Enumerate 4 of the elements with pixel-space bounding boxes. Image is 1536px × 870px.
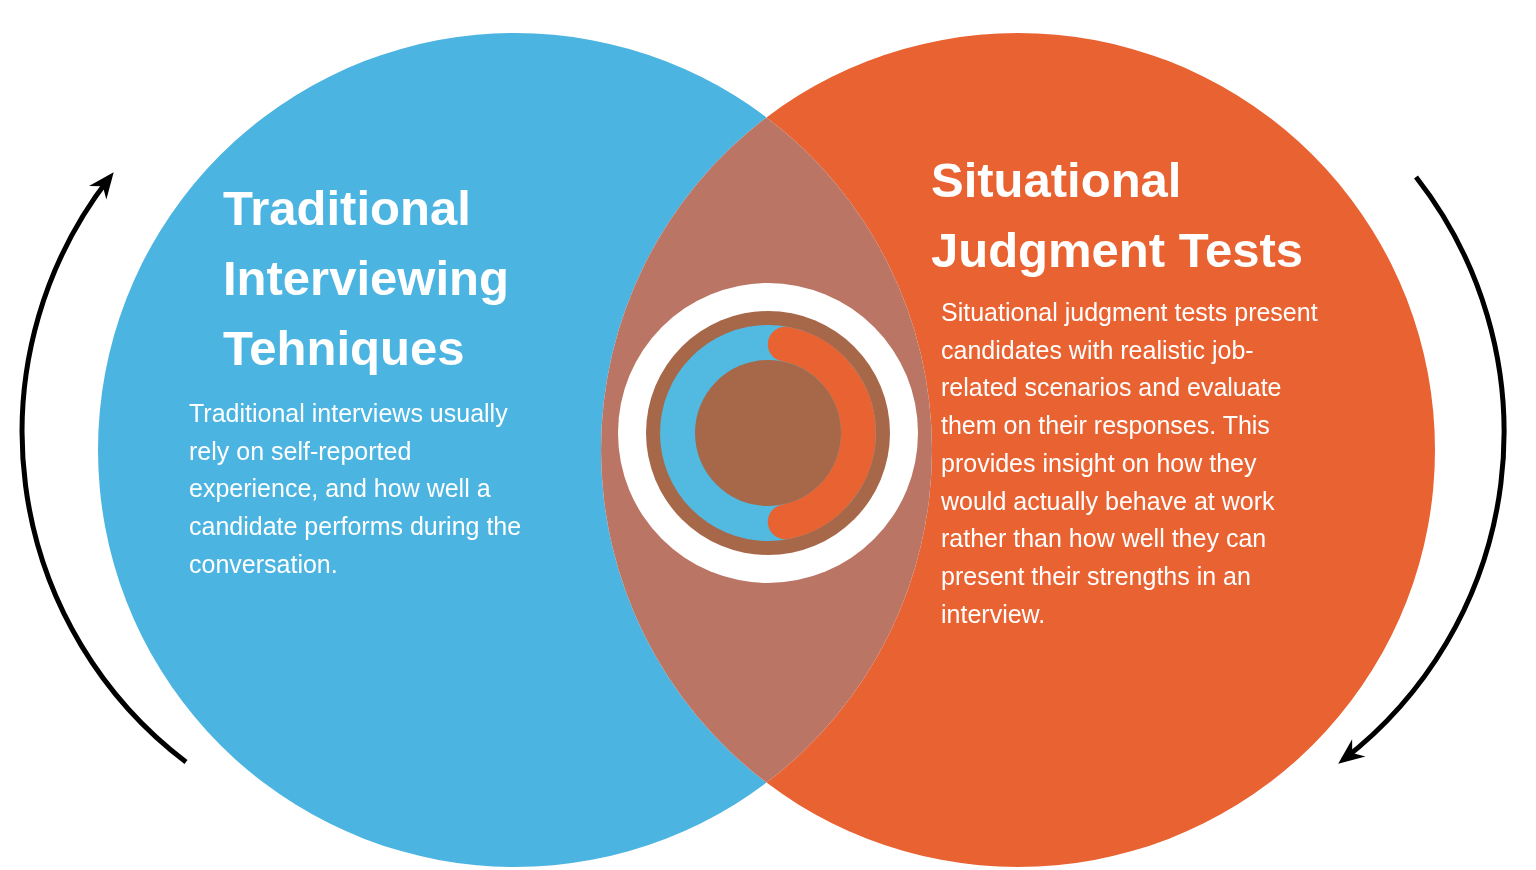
circle-heading: Situational Judgment Tests <box>931 152 1305 279</box>
circle-heading: Traditional Interviewing Tehniques <box>223 180 510 377</box>
description-text: Situational judgment tests present candidates with realistic job-related scenarios and evaluate them on their responses. This provides insight on how they would actually behave at work rather than how well they can present their strengths in an interview. <box>941 297 1319 630</box>
description-text: Traditional interviews usually rely on self-reported experience, and how well a candidate performs during the conversation. <box>189 398 523 580</box>
